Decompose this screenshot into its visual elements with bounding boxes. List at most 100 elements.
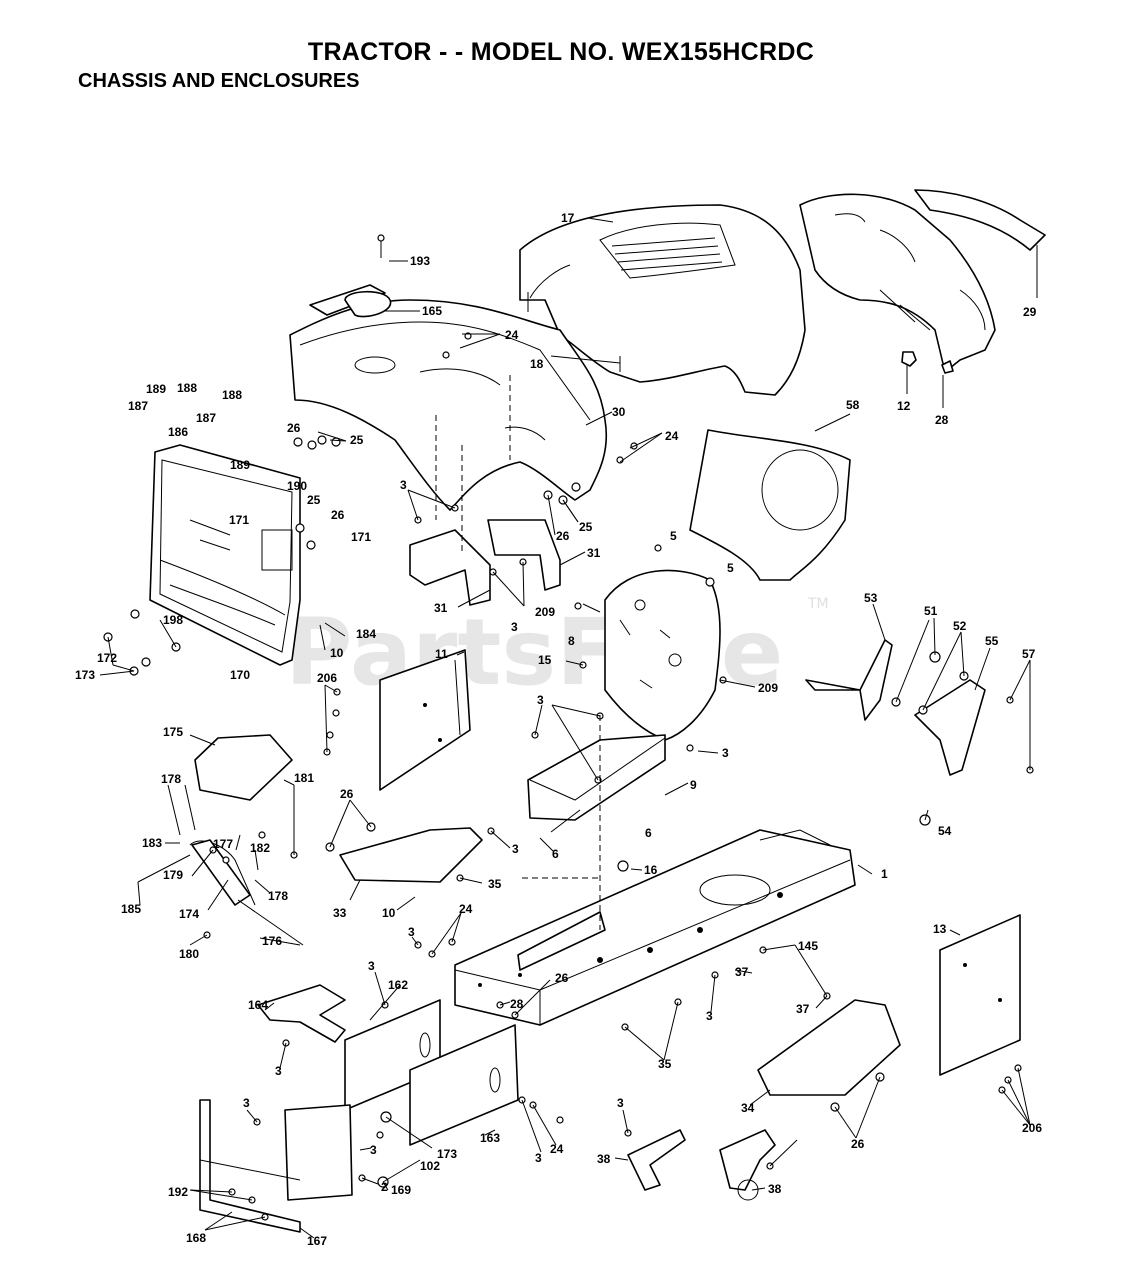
callout-35: 35 xyxy=(658,1057,672,1071)
callout-26: 26 xyxy=(287,421,301,435)
callout-24: 24 xyxy=(505,328,519,342)
callout-3: 3 xyxy=(706,1009,713,1023)
callout-189: 189 xyxy=(146,382,166,396)
callout-54: 54 xyxy=(938,824,952,838)
callout-188: 188 xyxy=(222,388,242,402)
page-title: TRACTOR - - MODEL NO. WEX155HCRDC xyxy=(307,38,815,66)
control-panel-part xyxy=(149,444,301,666)
callout-3: 3 xyxy=(370,1143,377,1157)
callout-37: 37 xyxy=(796,1002,810,1016)
callout-17: 17 xyxy=(561,211,575,225)
callout-5: 5 xyxy=(727,561,734,575)
callout-163: 163 xyxy=(480,1131,500,1145)
callout-206: 206 xyxy=(1022,1121,1042,1135)
callout-3: 3 xyxy=(275,1064,282,1078)
callout-1: 1 xyxy=(881,867,888,881)
callout-175: 175 xyxy=(163,725,183,739)
front-bumper-part xyxy=(199,1099,353,1233)
callout-35: 35 xyxy=(488,877,502,891)
callout-181: 181 xyxy=(294,771,314,785)
assembly-lines xyxy=(435,375,601,930)
callout-3: 3 xyxy=(535,1151,542,1165)
callout-24: 24 xyxy=(550,1142,564,1156)
callout-180: 180 xyxy=(179,947,199,961)
callout-57: 57 xyxy=(1022,647,1036,661)
callout-185: 185 xyxy=(121,902,141,916)
callout-10: 10 xyxy=(382,906,396,920)
callout-192: 192 xyxy=(168,1185,188,1199)
callout-176: 176 xyxy=(262,934,282,948)
callout-188: 188 xyxy=(177,381,197,395)
shroud-part xyxy=(689,429,851,581)
callout-26: 26 xyxy=(851,1137,865,1151)
callout-55: 55 xyxy=(985,634,999,648)
rear-panel-part xyxy=(939,914,1021,1076)
callout-15: 15 xyxy=(538,653,552,667)
leader-lines xyxy=(99,217,1038,1239)
callout-29: 29 xyxy=(1023,305,1037,319)
callout-165: 165 xyxy=(422,304,442,318)
callout-145: 145 xyxy=(798,939,818,953)
callout-6: 6 xyxy=(552,847,559,861)
bracket-38a-part xyxy=(627,1129,686,1191)
callout-labels: 17 193 165 24 18 29 12 28 189 188 187 18… xyxy=(75,211,1042,1248)
grille-housing-part xyxy=(799,189,1046,374)
deck-shield-part xyxy=(757,999,901,1096)
front-plate-163-part xyxy=(409,1024,519,1146)
callout-209: 209 xyxy=(758,681,778,695)
callout-162: 162 xyxy=(388,978,408,992)
callout-10: 10 xyxy=(330,646,344,660)
callout-5: 5 xyxy=(670,529,677,543)
callout-26: 26 xyxy=(555,971,569,985)
callout-178: 178 xyxy=(161,772,181,786)
callout-190: 190 xyxy=(287,479,307,493)
callout-51: 51 xyxy=(924,604,938,618)
side-panel-part xyxy=(379,649,471,791)
callout-38: 38 xyxy=(768,1182,782,1196)
callout-8: 8 xyxy=(568,634,575,648)
callout-38: 38 xyxy=(597,1152,611,1166)
callout-173: 173 xyxy=(437,1147,457,1161)
fender-dash-part xyxy=(289,284,608,511)
callout-3: 3 xyxy=(408,925,415,939)
watermark-tm: TM xyxy=(807,596,829,612)
callout-167: 167 xyxy=(307,1234,327,1248)
callout-3: 3 xyxy=(722,746,729,760)
callout-3: 3 xyxy=(537,693,544,707)
callout-52: 52 xyxy=(953,619,967,633)
callout-37: 37 xyxy=(735,965,749,979)
callout-26: 26 xyxy=(340,787,354,801)
callout-3: 3 xyxy=(617,1096,624,1110)
callout-16: 16 xyxy=(644,863,658,877)
callout-26: 26 xyxy=(556,529,570,543)
bracket-38b-part xyxy=(719,1129,776,1201)
callout-3: 3 xyxy=(511,620,518,634)
callout-53: 53 xyxy=(864,591,878,605)
callout-28: 28 xyxy=(510,997,524,1011)
callout-3: 3 xyxy=(512,842,519,856)
callout-30: 30 xyxy=(612,405,626,419)
callout-24: 24 xyxy=(665,429,679,443)
callout-31: 31 xyxy=(434,601,448,615)
callout-25: 25 xyxy=(579,520,593,534)
hood-part xyxy=(519,204,806,396)
callout-172: 172 xyxy=(97,651,117,665)
callout-33: 33 xyxy=(333,906,347,920)
callout-25: 25 xyxy=(307,493,321,507)
callout-179: 179 xyxy=(163,868,183,882)
callout-193: 193 xyxy=(410,254,430,268)
seat-linkage-part xyxy=(137,734,304,946)
callout-12: 12 xyxy=(897,399,911,413)
callout-183: 183 xyxy=(142,836,162,850)
callout-164: 164 xyxy=(248,998,268,1012)
callout-34: 34 xyxy=(741,1101,755,1115)
support-bracket-part xyxy=(409,519,561,606)
callout-9: 9 xyxy=(690,778,697,792)
callout-169: 169 xyxy=(391,1183,411,1197)
callout-3: 3 xyxy=(243,1096,250,1110)
callout-102: 102 xyxy=(420,1159,440,1173)
callout-168: 168 xyxy=(186,1231,206,1245)
callout-13: 13 xyxy=(933,922,947,936)
callout-170: 170 xyxy=(230,668,250,682)
